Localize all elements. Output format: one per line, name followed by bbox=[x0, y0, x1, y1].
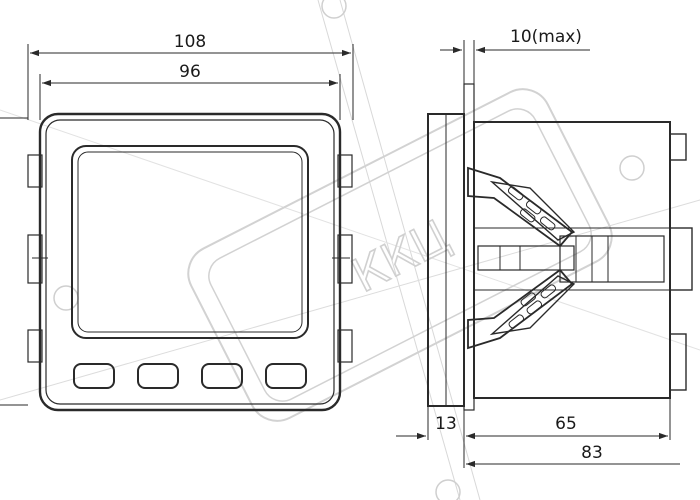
front-depth-label: 13 bbox=[435, 414, 457, 434]
front-button-1 bbox=[73, 363, 115, 389]
width-dimensions bbox=[27, 44, 354, 120]
front-button-4 bbox=[265, 363, 307, 389]
body-depth-label: 65 bbox=[555, 414, 577, 434]
side-body bbox=[473, 121, 671, 399]
front-button-2 bbox=[137, 363, 179, 389]
max-panel-thickness-label: 10(max) bbox=[510, 27, 582, 47]
front-view bbox=[0, 112, 353, 412]
total-depth-label: 83 bbox=[581, 443, 603, 463]
bezel-width-label: 96 bbox=[179, 62, 201, 82]
front-buttons bbox=[73, 363, 307, 389]
side-view bbox=[427, 83, 693, 411]
front-button-3 bbox=[201, 363, 243, 389]
display-window bbox=[71, 145, 309, 339]
front-bezel bbox=[38, 112, 342, 412]
depth-dimensions bbox=[396, 40, 680, 468]
overall-width-label: 108 bbox=[174, 32, 206, 52]
